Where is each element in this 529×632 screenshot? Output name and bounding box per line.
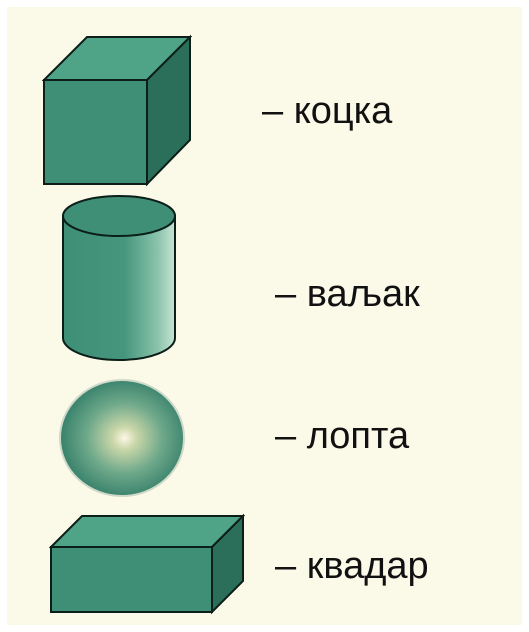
shapes-panel: – коцка – ваљак – лопта — [7, 7, 522, 625]
cylinder-icon — [62, 195, 176, 361]
sphere-icon — [59, 379, 185, 497]
prism-label: – квадар — [275, 545, 429, 587]
cube-icon — [42, 34, 192, 187]
rectangular-prism-icon — [49, 513, 245, 615]
sphere-label: – лопта — [275, 415, 410, 457]
cylinder-label: – ваљак — [275, 273, 420, 315]
cube-label: – коцка — [262, 90, 393, 132]
